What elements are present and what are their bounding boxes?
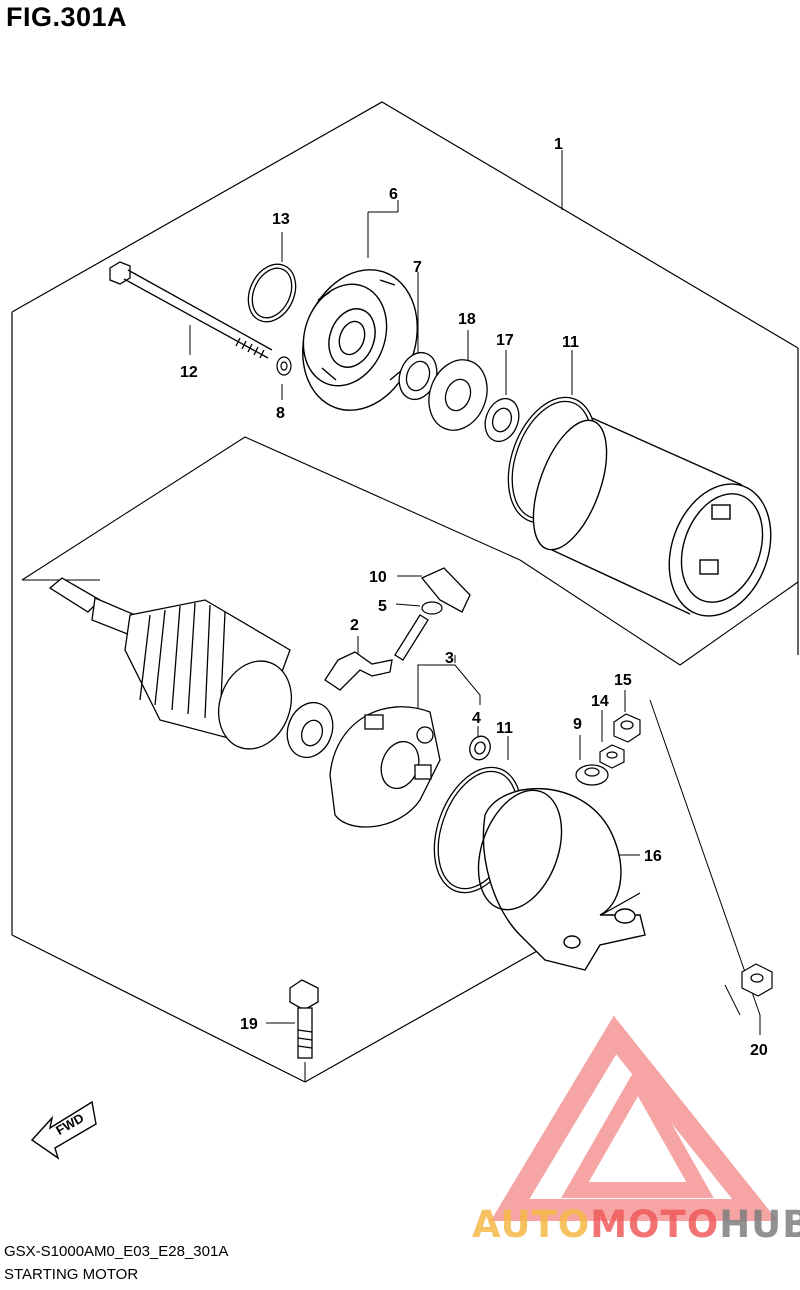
nut-15 — [613, 713, 641, 743]
figure-title: FIG.301A — [6, 2, 128, 32]
motor-yoke — [532, 417, 772, 617]
callout-20: 20 — [750, 1042, 768, 1059]
callouts: 1 2 3 4 5 6 7 8 9 10 11 11 12 13 14 15 1… — [180, 136, 768, 1059]
armature-box — [21, 436, 799, 666]
bearing-4 — [469, 735, 491, 761]
callout-14: 14 — [591, 693, 609, 710]
oil-seal-7 — [398, 351, 438, 401]
bolt-19 — [289, 979, 319, 1059]
nut-20 — [741, 963, 773, 997]
watermark-part-auto: AUTO — [472, 1203, 591, 1246]
o-ring-13 — [247, 263, 297, 323]
callout-19: 19 — [240, 1016, 258, 1033]
watermark-logo — [490, 1015, 778, 1221]
callout-12: 12 — [180, 364, 198, 381]
leader-lines — [189, 150, 761, 1082]
callout-5: 5 — [378, 598, 387, 615]
callout-4: 4 — [472, 710, 481, 727]
washer-17 — [484, 397, 520, 443]
callout-13: 13 — [272, 211, 290, 228]
callout-1: 1 — [554, 136, 563, 153]
fwd-arrow-icon: FWD — [30, 1100, 97, 1160]
long-bolt — [109, 261, 273, 359]
insulator-9 — [575, 764, 609, 786]
callout-8: 8 — [276, 405, 285, 422]
callout-10: 10 — [369, 569, 387, 586]
callout-9: 9 — [573, 716, 582, 733]
bracket-10 — [420, 567, 471, 613]
callout-15: 15 — [614, 672, 632, 689]
armature — [48, 577, 334, 759]
plate-18 — [428, 359, 488, 431]
callout-6: 6 — [389, 186, 398, 203]
callout-11-lower: 11 — [496, 720, 513, 737]
callout-2: 2 — [350, 617, 359, 634]
callout-18: 18 — [458, 311, 476, 328]
callout-11-upper: 11 — [562, 334, 579, 351]
terminal-bolt-2 — [324, 614, 429, 691]
callout-7: 7 — [413, 259, 422, 276]
front-housing — [302, 269, 418, 411]
watermark-part-moto: MOTO — [590, 1203, 720, 1246]
callout-17: 17 — [496, 332, 514, 349]
watermark-text: AUTOMOTOHUB — [472, 1203, 800, 1246]
watermark-part-hub: HUB — [719, 1203, 800, 1246]
brush-plate-3 — [329, 706, 441, 828]
washer-8 — [276, 356, 292, 376]
figure-code: GSX-S1000AM0_E03_E28_301A — [4, 1243, 229, 1260]
figure-caption: STARTING MOTOR — [4, 1266, 139, 1283]
callout-16: 16 — [644, 848, 662, 865]
washer-14 — [599, 744, 625, 769]
callout-3: 3 — [445, 650, 454, 667]
rear-cover-16 — [477, 788, 646, 971]
o-ring-5 — [421, 601, 443, 615]
